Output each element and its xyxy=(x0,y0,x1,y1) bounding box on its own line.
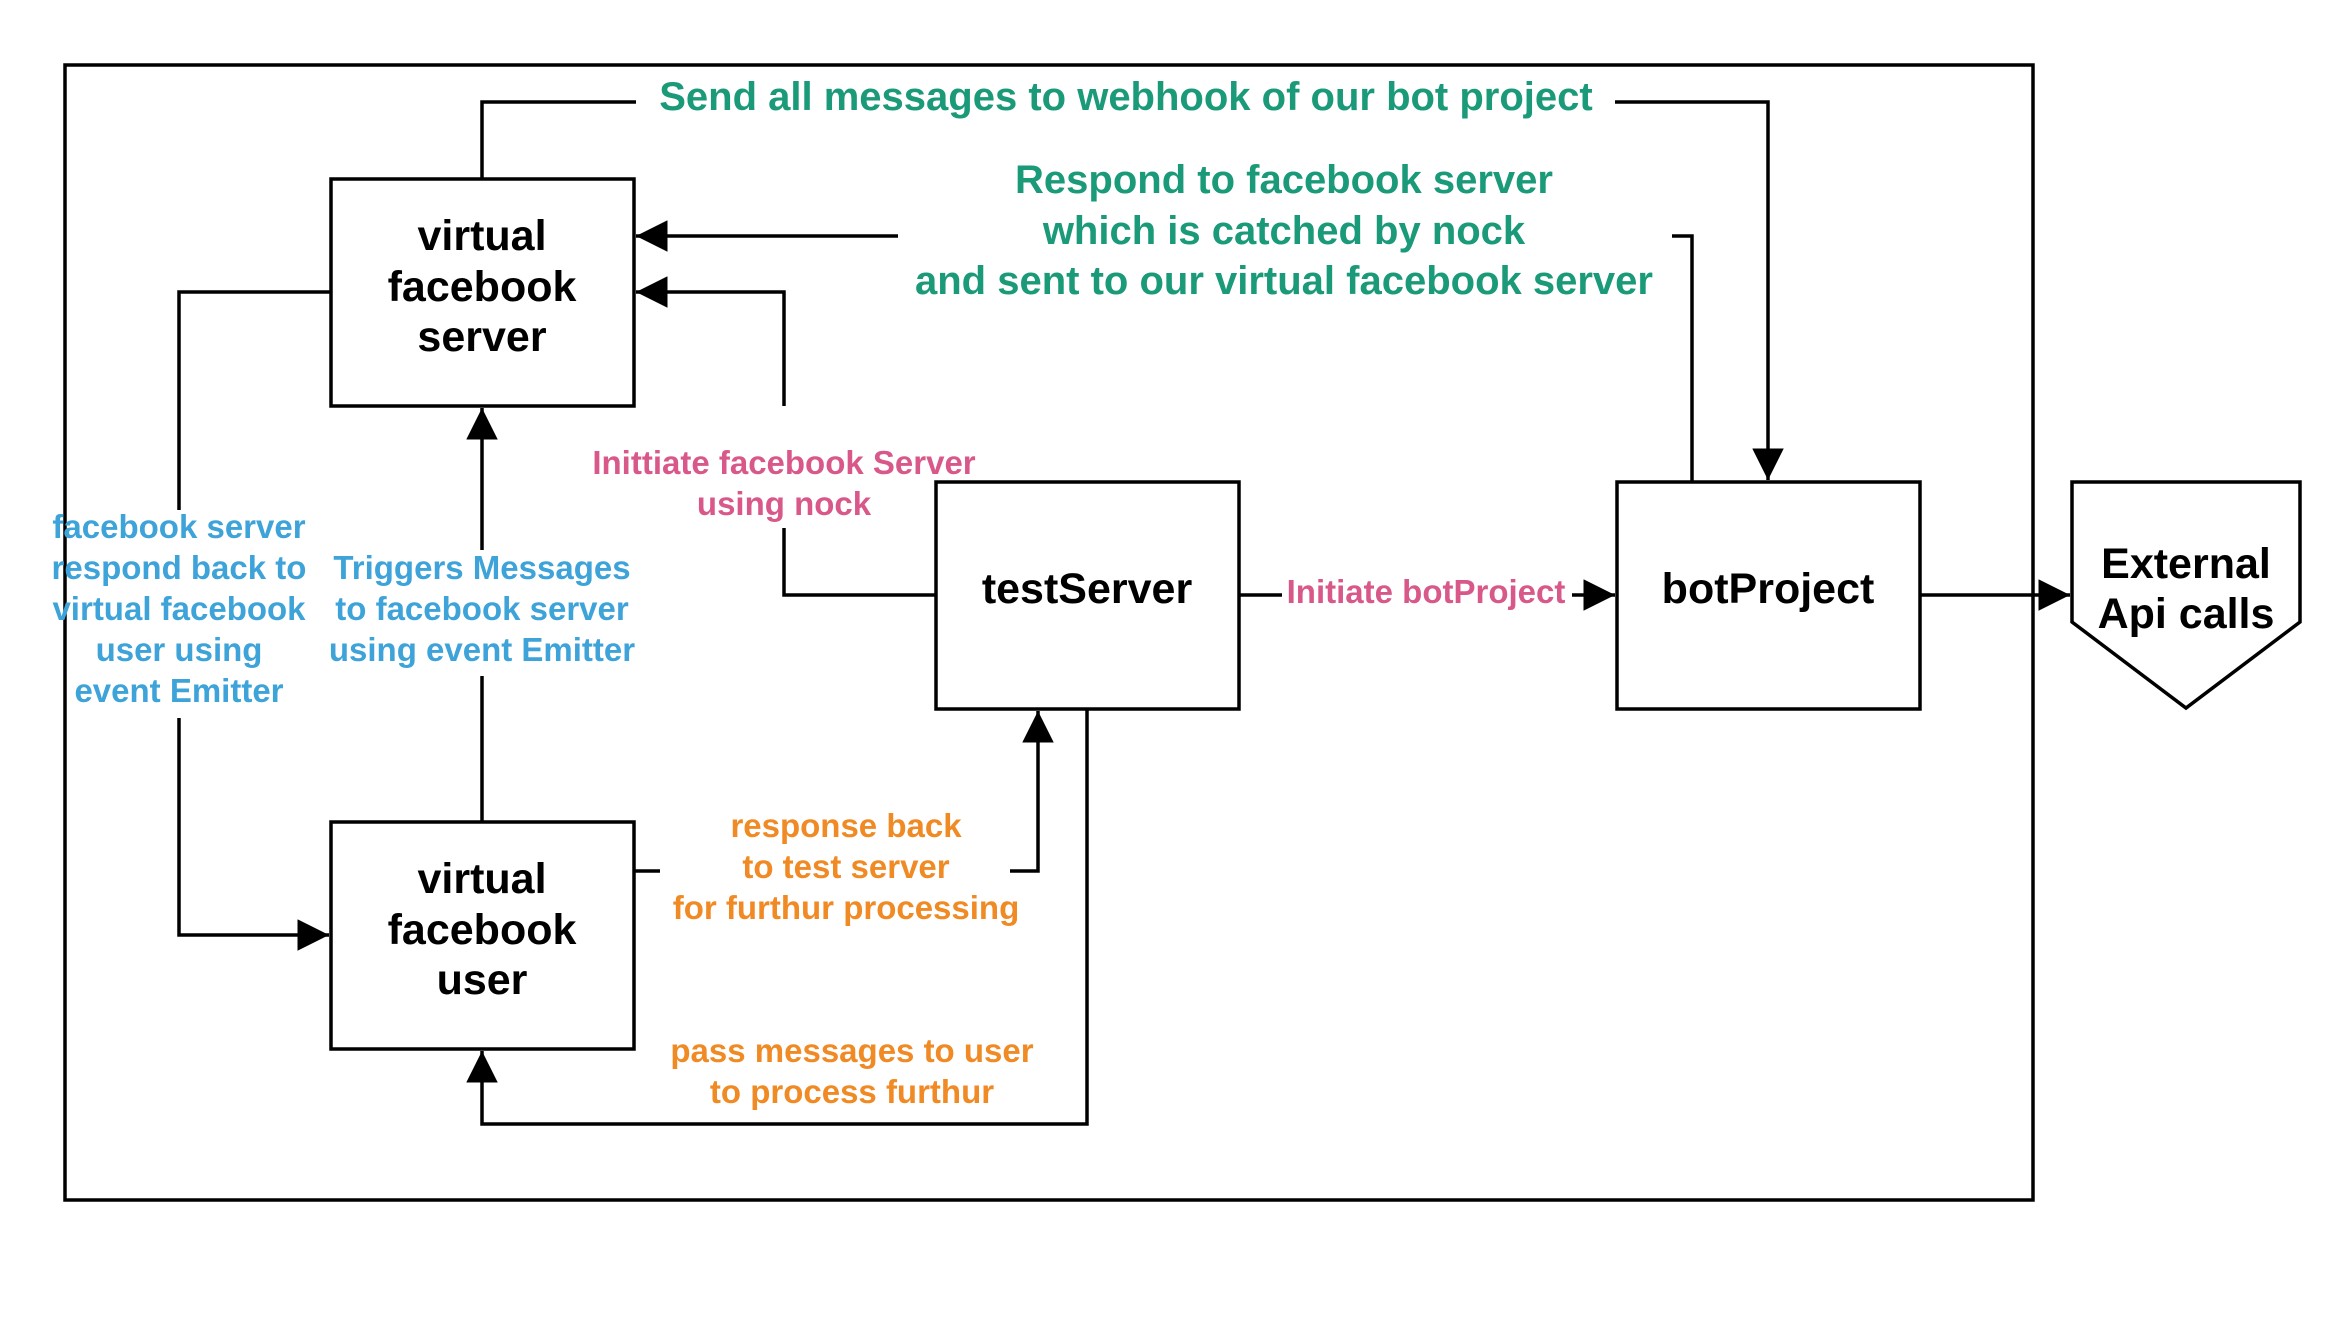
connector-pass-messages xyxy=(466,709,1089,1126)
fb-respond-line-3: virtual facebook xyxy=(52,590,306,627)
label-pass-messages: pass messages to user to process furthur xyxy=(670,1032,1033,1110)
initiate-fb-line-2: using nock xyxy=(697,485,872,522)
triggers-line-3: using event Emitter xyxy=(329,631,635,668)
label-respond-to-facebook: Respond to facebook server which is catc… xyxy=(915,158,1653,303)
virtual-facebook-user-line-2: facebook xyxy=(388,906,577,954)
external-api-label: External Api calls xyxy=(2098,540,2275,638)
connector-send-all-messages xyxy=(480,100,1768,480)
label-initiate-facebook-server: Inittiate facebook Server using nock xyxy=(592,444,975,522)
connector-respond-to-facebook xyxy=(636,236,1694,482)
virtual-facebook-server-line-3: server xyxy=(417,313,546,361)
connector-initiate-facebook-server xyxy=(636,292,936,597)
fb-respond-line-2: respond back to xyxy=(52,549,307,586)
pass-line-1: pass messages to user xyxy=(670,1032,1033,1069)
label-initiate-bot-project: Initiate botProject xyxy=(1287,573,1566,610)
response-line-2: to test server xyxy=(742,848,949,885)
test-server-label: testServer xyxy=(982,565,1193,613)
virtual-facebook-user-line-3: user xyxy=(437,956,528,1004)
initiate-fb-line-1: Inittiate facebook Server xyxy=(592,444,975,481)
virtual-facebook-server-line-2: facebook xyxy=(388,263,577,311)
bot-project-label: botProject xyxy=(1662,565,1875,613)
external-api-shape[interactable] xyxy=(2070,480,2302,711)
virtual-facebook-server-line-1: virtual xyxy=(417,212,546,260)
virtual-facebook-server-label: virtual facebook server xyxy=(388,212,577,361)
triggers-line-1: Triggers Messages xyxy=(333,549,630,586)
label-triggers-messages: Triggers Messages to facebook server usi… xyxy=(329,549,635,668)
respond-line-3: and sent to our virtual facebook server xyxy=(915,259,1653,303)
external-api-line-2: Api calls xyxy=(2098,590,2275,638)
label-facebook-respond-back: facebook server respond back to virtual … xyxy=(52,508,307,709)
virtual-facebook-user-box[interactable] xyxy=(329,820,636,1051)
label-send-all-messages: Send all messages to webhook of our bot … xyxy=(659,75,1592,119)
response-line-1: response back xyxy=(730,807,962,844)
fb-respond-line-1: facebook server xyxy=(52,508,305,545)
label-response-back: response back to test server for furthur… xyxy=(673,807,1020,926)
respond-line-1: Respond to facebook server xyxy=(1015,158,1553,202)
virtual-facebook-user-label: virtual facebook user xyxy=(388,855,577,1004)
respond-line-2: which is catched by nock xyxy=(1042,209,1526,253)
fb-respond-line-5: event Emitter xyxy=(74,672,283,709)
connector-response-back xyxy=(634,711,1038,873)
external-api-line-1: External xyxy=(2101,540,2271,588)
triggers-line-2: to facebook server xyxy=(335,590,629,627)
virtual-facebook-user-line-1: virtual xyxy=(417,855,546,903)
connector-facebook-respond-back xyxy=(177,290,331,935)
fb-respond-line-4: user using xyxy=(96,631,263,668)
pass-line-2: to process furthur xyxy=(710,1073,994,1110)
outer-frame xyxy=(63,63,2035,1202)
response-line-3: for furthur processing xyxy=(673,889,1020,926)
